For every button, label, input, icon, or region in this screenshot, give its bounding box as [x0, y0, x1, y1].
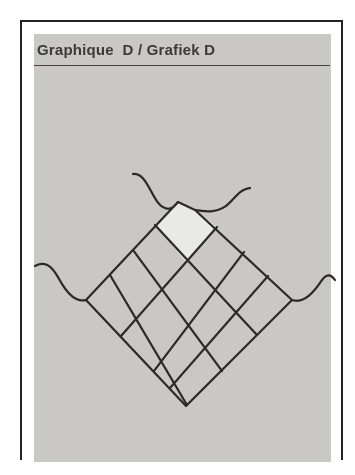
grid-line-a2	[133, 250, 222, 371]
figure-frame: Graphique D / Grafiek D	[20, 20, 343, 460]
top-yarn-curve	[133, 174, 250, 211]
right-yarn-curve	[292, 275, 335, 300]
left-yarn-curve	[35, 264, 86, 301]
figure-panel: Graphique D / Grafiek D	[34, 34, 331, 462]
grid-line-a3	[110, 275, 187, 405]
grid-line-b2	[154, 252, 244, 371]
knitting-diamond-diagram	[2, 14, 355, 475]
grid-line-b1	[121, 227, 217, 336]
